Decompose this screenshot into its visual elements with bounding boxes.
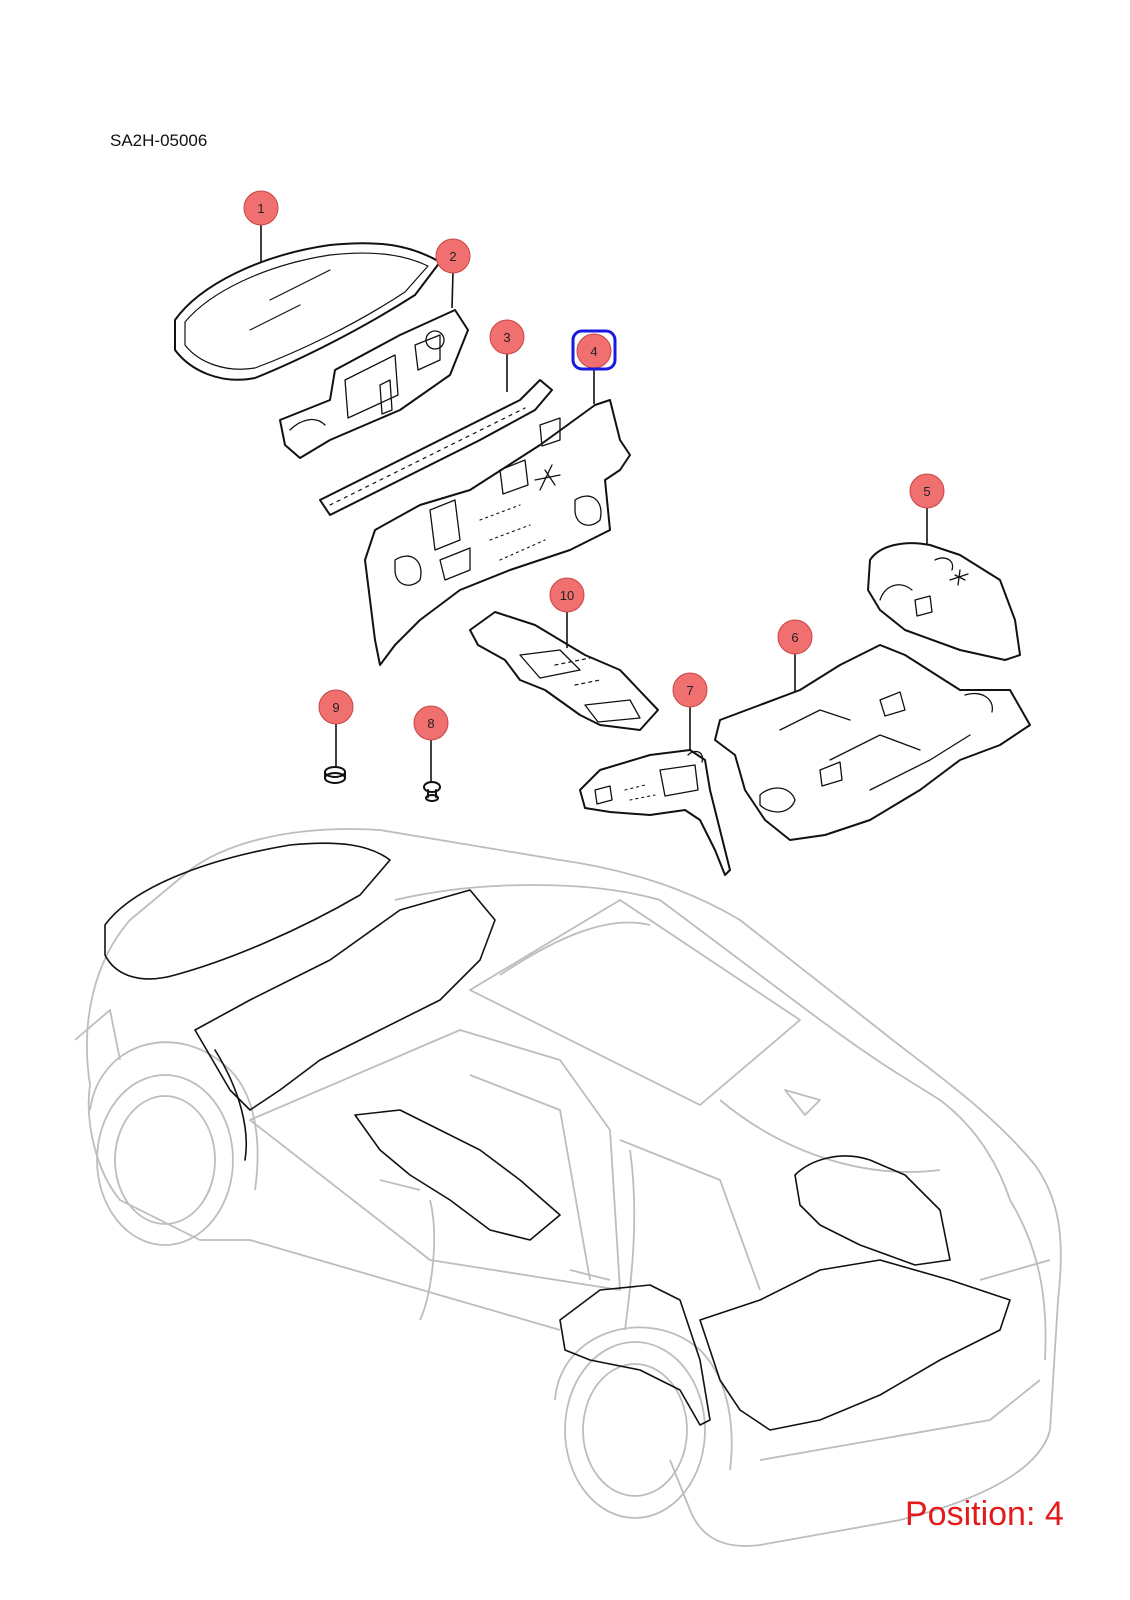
callout-2[interactable]: 2	[435, 238, 471, 274]
svg-text:1: 1	[257, 201, 264, 216]
svg-text:7: 7	[686, 683, 693, 698]
part-10-tunnel-insulator[interactable]	[469, 611, 659, 731]
leader-lines	[260, 224, 928, 783]
part-6-rear-floor-insulator[interactable]	[714, 644, 1031, 841]
part-1-hood-insulator[interactable]	[174, 242, 441, 381]
svg-text:9: 9	[332, 700, 339, 715]
svg-text:8: 8	[427, 716, 434, 731]
callout-9[interactable]: 9	[318, 689, 354, 725]
part-4-dash-insulator[interactable]	[364, 399, 631, 666]
position-label: Position: 4	[905, 1495, 1064, 1533]
part-9-push-nut[interactable]	[324, 766, 346, 784]
diagram-code: SA2H-05006	[110, 131, 208, 150]
selection-highlight	[571, 329, 617, 371]
callouts: 1 2 3 4 5 6 7 8	[243, 190, 945, 741]
part-3-cowl-strip[interactable]	[319, 379, 553, 516]
part-8-clip[interactable]	[423, 781, 441, 802]
callout-10[interactable]: 10	[549, 577, 585, 613]
svg-text:5: 5	[923, 484, 930, 499]
installed-parts-context	[104, 842, 1011, 1431]
callout-5[interactable]: 5	[909, 473, 945, 509]
svg-text:10: 10	[560, 588, 574, 603]
svg-text:3: 3	[503, 330, 510, 345]
callout-1[interactable]: 1	[243, 190, 279, 226]
vehicle-outline	[74, 828, 1062, 1547]
callout-8[interactable]: 8	[413, 705, 449, 741]
part-5-rear-wheelhouse-insulator[interactable]	[867, 542, 1021, 661]
part-2-dash-silencer-upper[interactable]	[279, 309, 469, 459]
svg-text:6: 6	[791, 630, 798, 645]
callout-6[interactable]: 6	[777, 619, 813, 655]
callout-3[interactable]: 3	[489, 319, 525, 355]
callout-4-selected[interactable]: 4	[571, 329, 617, 371]
part-7-rear-quarter-insulator[interactable]	[579, 749, 731, 876]
svg-text:2: 2	[449, 249, 456, 264]
callout-7[interactable]: 7	[672, 672, 708, 708]
svg-text:4: 4	[590, 344, 597, 359]
